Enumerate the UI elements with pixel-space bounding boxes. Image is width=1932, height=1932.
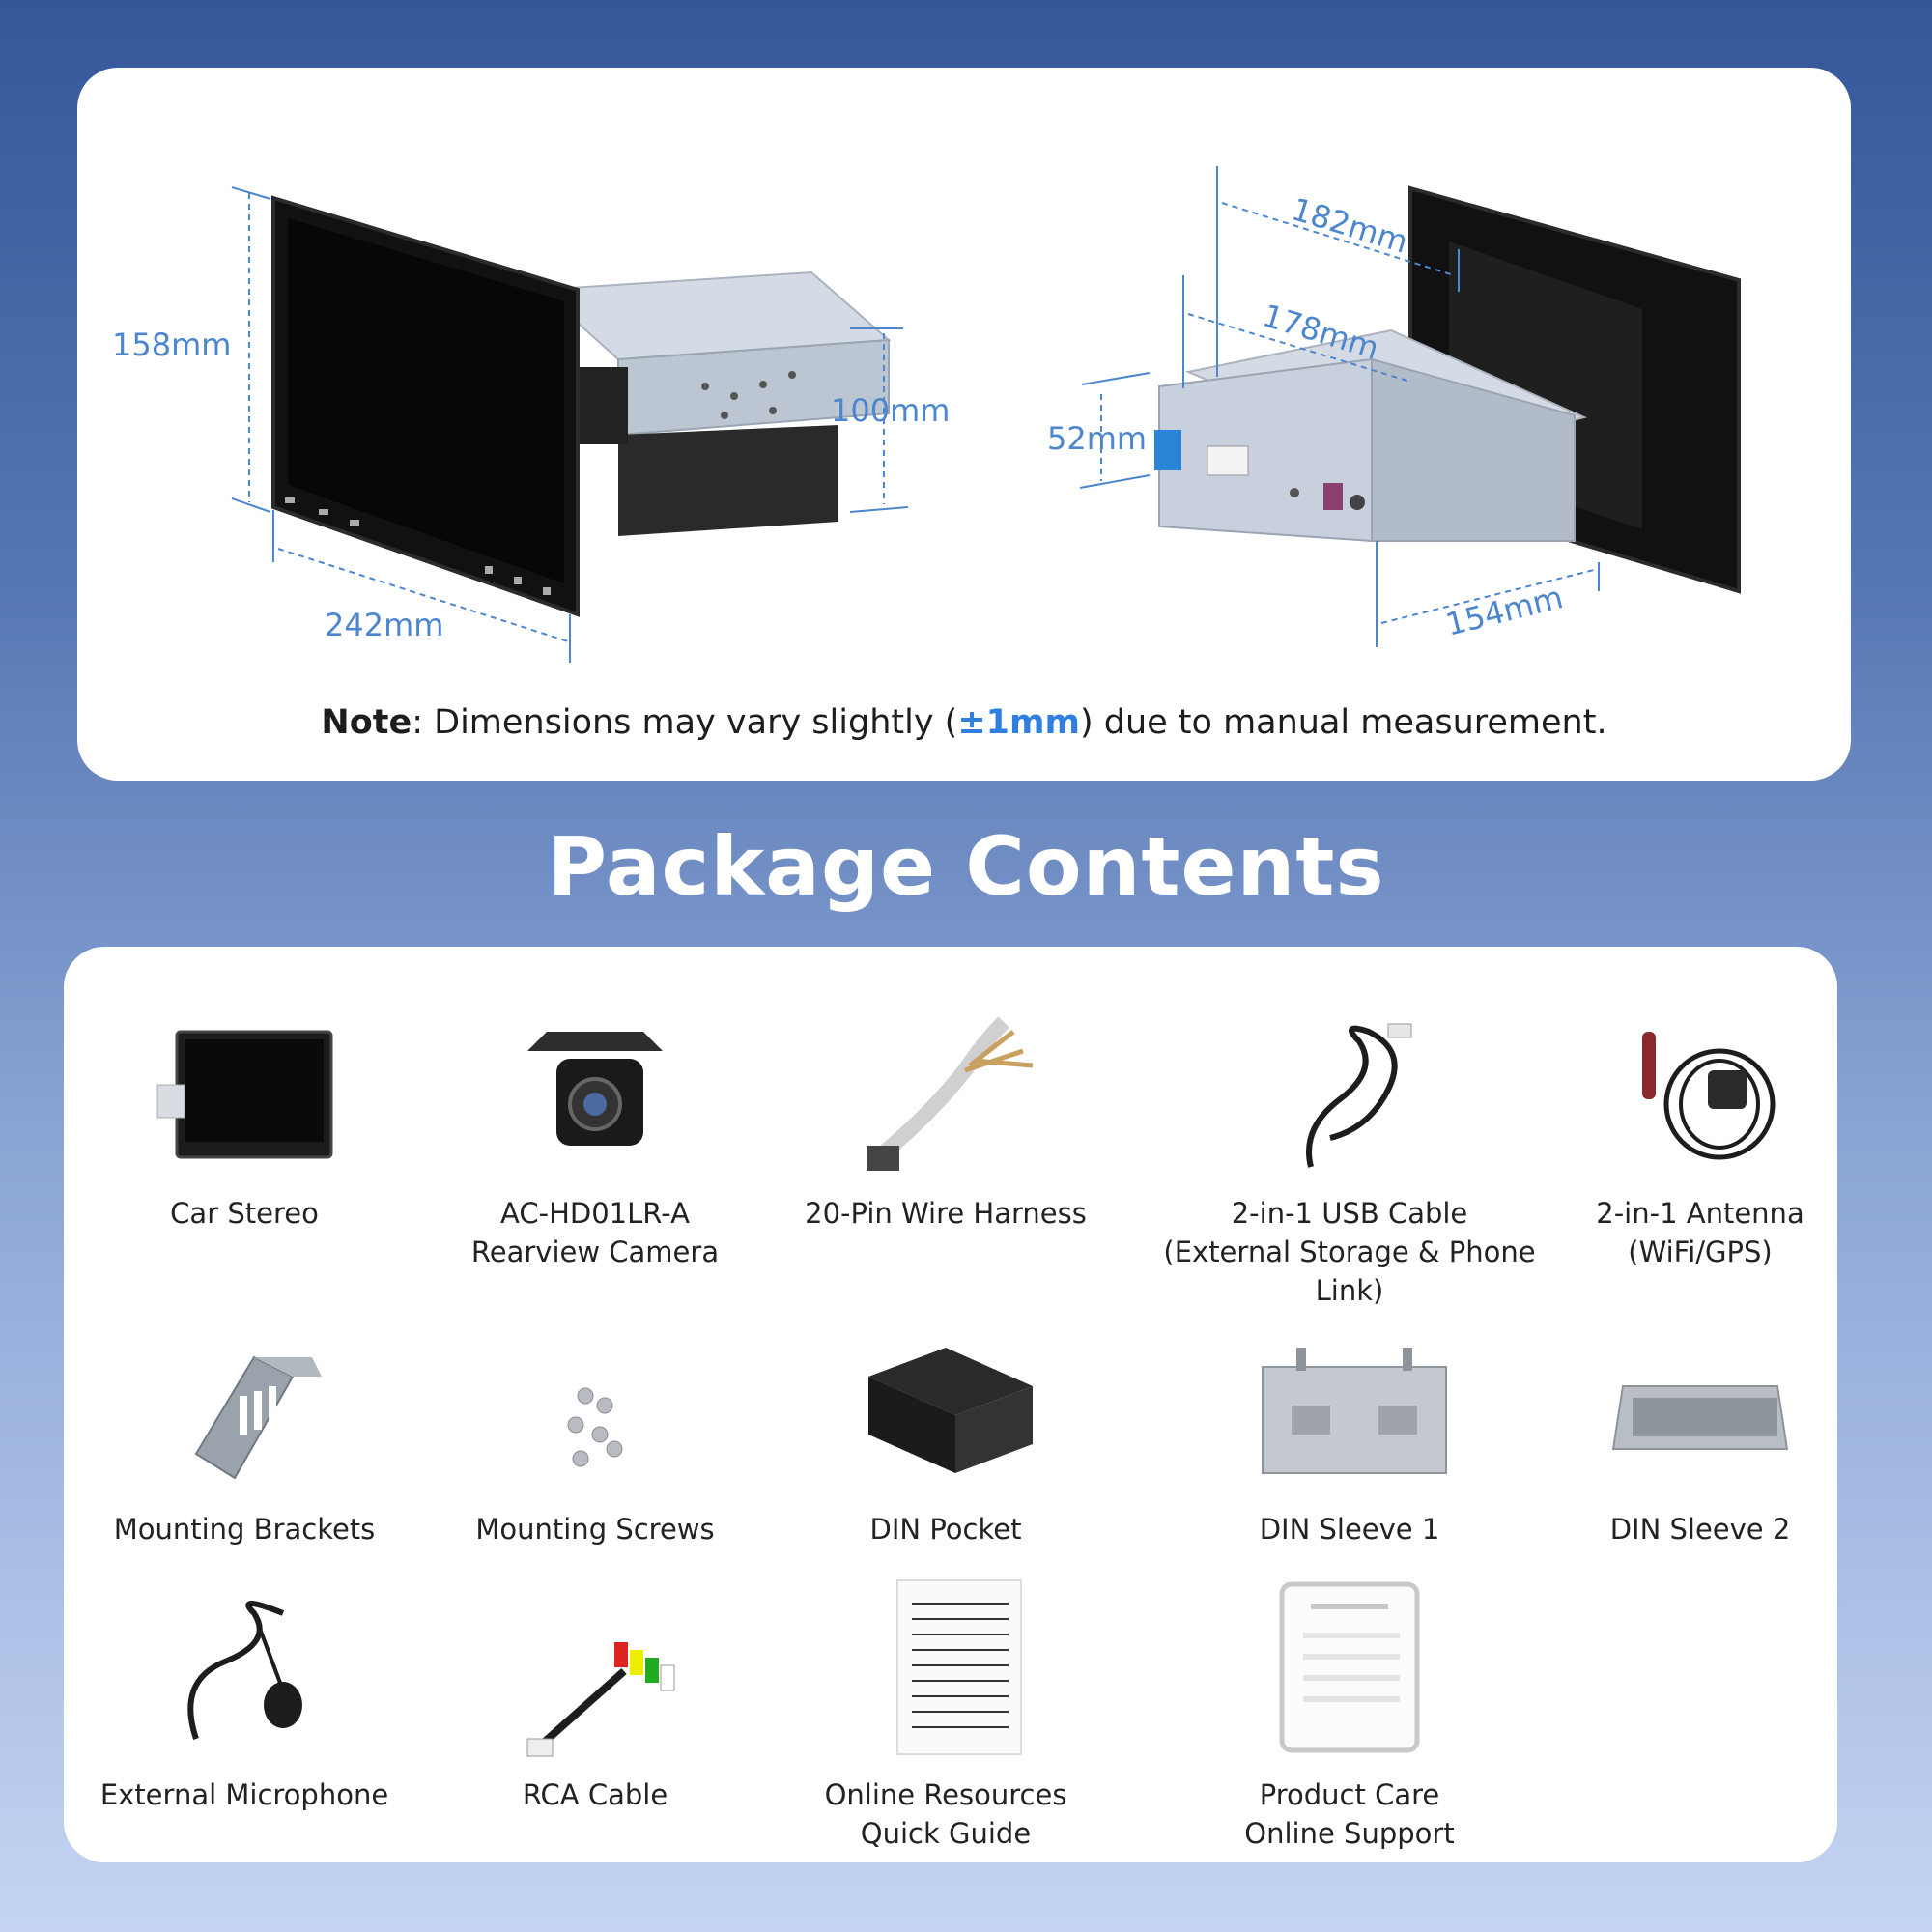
rca-cable-icon <box>526 1642 675 1757</box>
support-card-icon <box>1279 1581 1420 1753</box>
rear-outer-width-label: 182mm <box>1288 190 1412 260</box>
front-width-label: 242mm <box>325 607 443 643</box>
bracket-icon <box>194 1355 322 1480</box>
front-height-label: 158mm <box>112 327 231 363</box>
item-mounting-brackets: Mounting Brackets <box>51 1338 438 1548</box>
chassis-height-label: 100mm <box>831 392 950 429</box>
rear-dimension-lines <box>1079 166 1600 647</box>
camera-icon <box>527 1032 663 1146</box>
car-stereo-icon <box>156 1030 333 1159</box>
screws-icon <box>567 1387 623 1467</box>
din-sleeve-2-icon <box>1611 1385 1789 1450</box>
item-mounting-screws: Mounting Screws <box>402 1338 788 1548</box>
item-car-stereo: Car Stereo <box>51 1012 438 1233</box>
item-rca-cable: RCA Cable <box>402 1594 788 1814</box>
item-wire-harness: 20-Pin Wire Harness <box>753 1012 1139 1233</box>
din-sleeve-icon <box>1262 1348 1447 1474</box>
front-dimension-lines <box>231 186 909 663</box>
item-din-pocket: DIN Pocket <box>753 1338 1139 1548</box>
rear-depth-label: 154mm <box>1442 579 1567 643</box>
din-pocket-icon <box>868 1348 1033 1473</box>
rear-view-illustration <box>1154 185 1741 594</box>
wire-harness-icon <box>867 1016 1034 1171</box>
rear-height-label: 52mm <box>1047 420 1147 457</box>
item-din-sleeve-2: DIN Sleeve 2 <box>1507 1338 1893 1548</box>
item-antenna: 2-in-1 Antenna(WiFi/GPS) <box>1507 1012 1893 1271</box>
document-icon <box>896 1579 1022 1755</box>
antenna-icon <box>1642 1032 1776 1160</box>
dimensions-diagram: 158mm 242mm 100mm 182mm 178mm 52mm 154mm <box>112 166 1741 663</box>
microphone-icon <box>187 1601 302 1740</box>
front-view-illustration <box>271 195 892 617</box>
item-external-microphone: External Microphone <box>51 1594 438 1814</box>
item-din-sleeve-1: DIN Sleeve 1 <box>1156 1338 1543 1548</box>
measurement-note: Note: Dimensions may vary slightly (±1mm… <box>321 703 1607 742</box>
usb-cable-icon <box>1306 1023 1412 1168</box>
package-contents-title: Package Contents <box>547 819 1385 914</box>
item-usb-cable: 2-in-1 USB Cable(External Storage & Phon… <box>1156 1012 1543 1310</box>
